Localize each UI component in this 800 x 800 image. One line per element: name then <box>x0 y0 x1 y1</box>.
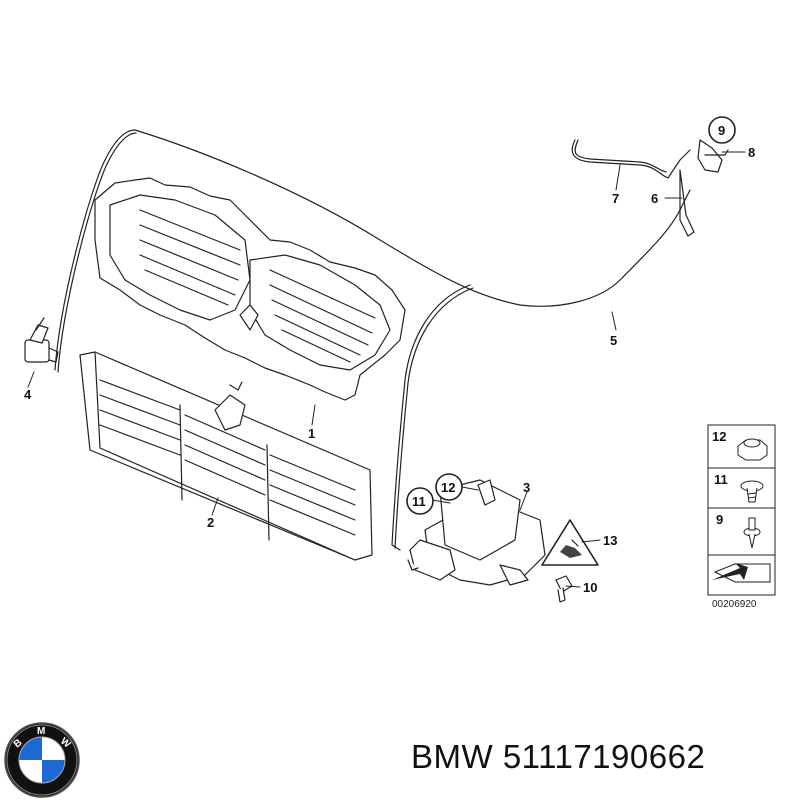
part-number-caption: BMW 51117190662 <box>411 738 706 775</box>
hose-parts-upper-right <box>571 139 729 237</box>
legend-item-11: 11 <box>714 472 728 487</box>
fastener-legend: 12 11 9 00206920 <box>707 424 776 610</box>
connector-part-4 <box>24 317 59 363</box>
cable-harness <box>54 129 691 551</box>
arrow-icon <box>712 563 771 583</box>
screw-icon <box>740 480 764 503</box>
legend-item-9: 9 <box>716 512 723 527</box>
callout-7: 7 <box>612 191 619 206</box>
callout-2: 2 <box>207 515 214 530</box>
callout-8: 8 <box>748 145 755 160</box>
svg-text:M: M <box>37 726 45 737</box>
callout-leaders <box>27 151 746 588</box>
warning-label-part-13 <box>541 519 599 566</box>
callout-12: 12 <box>441 480 455 495</box>
screw-part-10 <box>555 575 573 603</box>
nut-icon <box>737 438 768 461</box>
legend-item-12: 12 <box>712 429 726 444</box>
callout-1: 1 <box>308 426 315 441</box>
parts-diagram: 1 2 3 4 5 6 7 8 9 10 11 12 13 <box>24 116 776 610</box>
clip-icon <box>743 517 761 549</box>
callout-4: 4 <box>24 387 32 402</box>
air-shutter-part-2 <box>79 351 373 561</box>
callout-5: 5 <box>610 333 617 348</box>
callout-circle-11 <box>406 487 434 515</box>
callout-11: 11 <box>412 494 426 509</box>
callout-13: 13 <box>603 533 617 548</box>
bmw-logo: B M W <box>4 722 80 798</box>
grille-carrier-part-1 <box>94 177 406 401</box>
callout-9: 9 <box>718 123 725 138</box>
diagram-code: 00206920 <box>712 599 757 610</box>
callout-3: 3 <box>523 480 530 495</box>
callout-circle-9 <box>708 116 736 144</box>
actuator-part-3 <box>407 479 546 586</box>
callout-6: 6 <box>651 191 658 206</box>
callout-10: 10 <box>583 580 597 595</box>
callout-circle-12 <box>435 473 463 501</box>
